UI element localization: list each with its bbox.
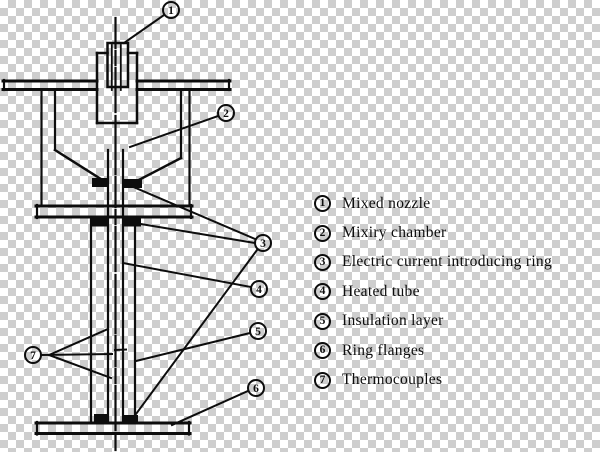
lower-ring-flange	[34, 420, 192, 436]
svg-text:4: 4	[256, 284, 262, 296]
legend-number-badge: 1	[314, 195, 331, 213]
svg-text:3: 3	[260, 238, 266, 250]
legend-item: 4 Heated tube	[314, 277, 552, 306]
legend-label: Electric current introducing ring	[342, 253, 553, 271]
legend-number-badge: 2	[314, 224, 331, 242]
legend-item: 3 Electric current introducing ring	[314, 248, 552, 277]
legend-item: 5 Insulation layer	[314, 307, 552, 336]
legend-label: Ring flanges	[342, 341, 425, 359]
legend-item: 6 Ring flanges	[314, 336, 552, 365]
legend-label: Heated tube	[342, 282, 420, 300]
callout-5: 5	[249, 322, 267, 340]
legend-number-badge: 5	[314, 312, 331, 330]
callout-3: 3	[254, 234, 272, 252]
thermocouple-tick	[113, 348, 128, 352]
legend-number-badge: 4	[314, 283, 331, 301]
svg-text:2: 2	[223, 108, 229, 120]
legend-number-badge: 6	[314, 342, 331, 360]
callout-2: 2	[217, 104, 235, 122]
svg-text:6: 6	[253, 383, 259, 395]
legend-item: 2 Mixiry chamber	[314, 218, 552, 247]
mixing-chamber	[40, 88, 191, 207]
callout-1: 1	[162, 1, 180, 19]
upper-ring-flange	[34, 203, 194, 220]
callout-4: 4	[250, 280, 268, 298]
svg-text:1: 1	[168, 5, 174, 17]
top-flange	[1, 78, 232, 92]
svg-text:5: 5	[255, 326, 261, 338]
legend-item: 1 Mixed nozzle	[314, 189, 552, 218]
legend-label: Mixiry chamber	[342, 224, 447, 242]
legend-label: Insulation layer	[342, 312, 444, 330]
legend-number-badge: 7	[314, 371, 331, 389]
callout-pointer-lines	[40, 13, 259, 427]
mixed-nozzle	[95, 41, 139, 125]
insulation-layer	[89, 216, 137, 424]
callout-6: 6	[247, 379, 265, 397]
legend-label: Thermocouples	[342, 371, 443, 389]
legend: 1 Mixed nozzle 2 Mixiry chamber 3 Electr…	[314, 189, 552, 395]
legend-label: Mixed nozzle	[342, 194, 431, 212]
callout-7: 7	[24, 346, 42, 364]
legend-number-badge: 3	[314, 253, 331, 271]
current-introducing-rings	[92, 178, 142, 422]
svg-text:7: 7	[30, 350, 36, 362]
legend-item: 7 Thermocouples	[314, 365, 552, 394]
